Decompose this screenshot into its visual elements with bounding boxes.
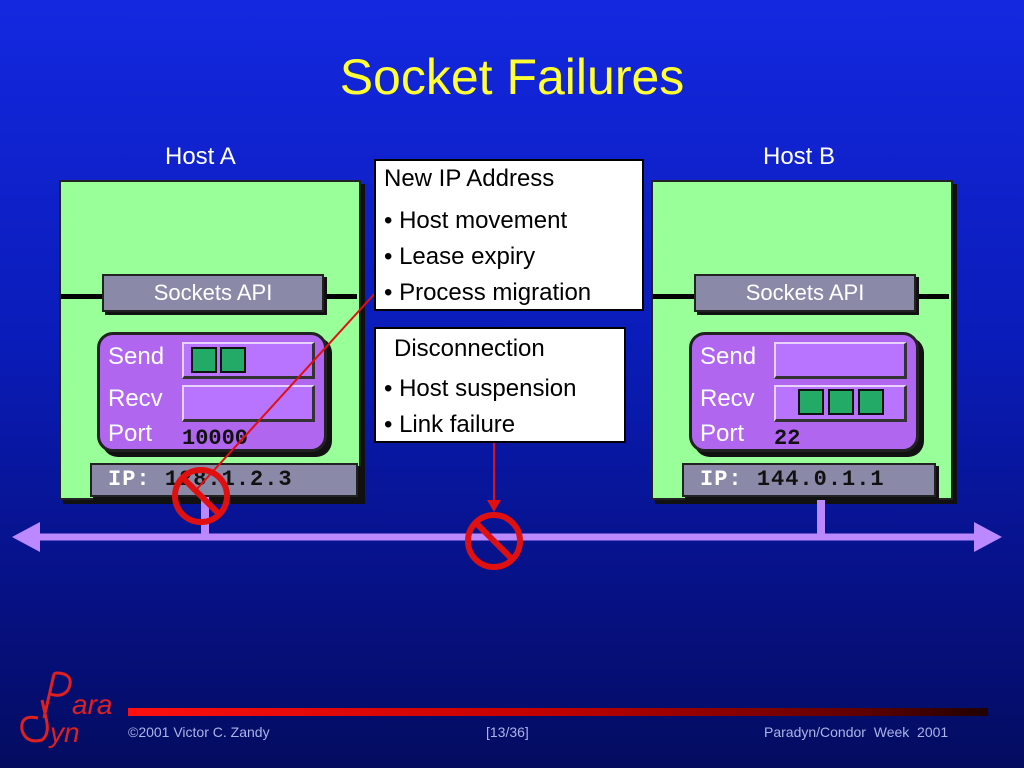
disconnection-note-title: Disconnection (394, 335, 545, 362)
logo-d-stroke (20, 699, 49, 743)
host-a-recv-label: Recv (108, 385, 163, 412)
host-a-recv-buffer (182, 385, 315, 422)
host-a-port-label: Port (108, 420, 153, 447)
forbidden-sign-host-a (172, 467, 230, 525)
host-b-send-label: Send (700, 343, 757, 370)
new-ip-note-item-3: • Process migration (384, 279, 592, 306)
host-b-ip-box: IP: 144.0.1.1 (682, 463, 936, 497)
disconnection-note-item-2: • Link failure (384, 411, 516, 438)
host-b-port-label: Port (700, 420, 745, 447)
new-ip-address-note: New IP Address • Host movement • Lease e… (374, 159, 644, 311)
footer-divider (128, 708, 988, 716)
disconnection-note-item-1: • Host suspension (384, 375, 577, 402)
host-b-ip-value: 144.0.1.1 (756, 467, 885, 492)
host-b-recv-packet-1 (798, 389, 824, 415)
host-b-port-value: 22 (774, 426, 801, 451)
footer-event: Paradyn/Condor Week 2001 (764, 724, 949, 740)
host-b-recv-packet-2 (828, 389, 854, 415)
new-ip-note-item-1: • Host movement (384, 207, 568, 234)
page-title: Socket Failures (339, 49, 685, 105)
host-b-recv-packet-3 (858, 389, 884, 415)
network-arrow-right (974, 522, 1002, 552)
host-a-send-label: Send (108, 343, 165, 370)
disconnection-arrowhead (487, 500, 501, 512)
forbidden-sign-link (465, 512, 523, 570)
host-a-send-packet-1 (191, 347, 217, 373)
footer-copyright: ©2001 Victor C. Zandy (128, 724, 270, 740)
new-ip-note-item-2: • Lease expiry (384, 243, 536, 270)
host-b-sockets-api: Sockets API (694, 274, 916, 312)
host-a-send-packet-2 (220, 347, 246, 373)
host-b-recv-label: Recv (700, 385, 755, 412)
ip-change-pointer (195, 289, 379, 491)
logo-text-bottom: yn (48, 717, 80, 748)
network-arrow-left (12, 522, 40, 552)
host-a-sockets-api: Sockets API (102, 274, 324, 312)
host-a-label: Host A (165, 143, 236, 170)
new-ip-note-title: New IP Address (384, 165, 555, 192)
host-a-connector (201, 497, 209, 537)
disconnection-note: Disconnection • Host suspension • Link f… (374, 327, 626, 443)
paradyn-logo: ara yn (20, 671, 112, 748)
host-a-ip-key: IP: (108, 467, 151, 492)
host-b-label: Host B (763, 143, 836, 170)
logo-text-top: ara (72, 689, 112, 720)
footer-page-number: [13/36] (486, 724, 529, 740)
host-b-send-buffer (774, 342, 907, 379)
logo-p-stroke (49, 671, 72, 697)
host-b-ip-key: IP: (700, 467, 743, 492)
host-a-port-value: 10000 (182, 426, 249, 451)
host-b-connector (817, 500, 825, 537)
